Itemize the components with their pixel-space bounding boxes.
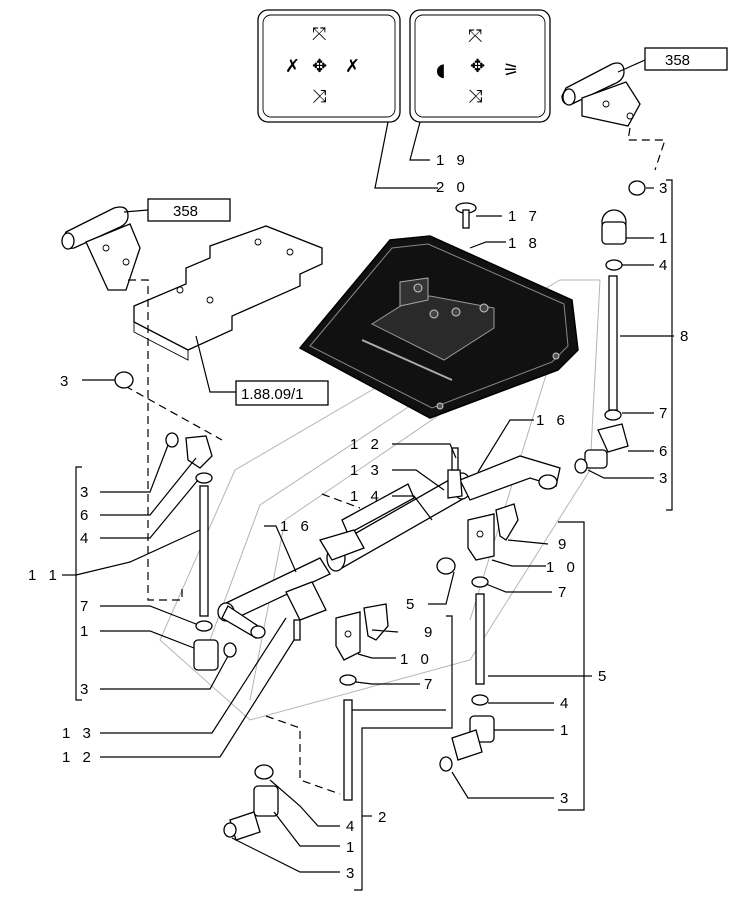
label-5-right: 5 <box>598 668 606 685</box>
label-9-middle: 9 <box>424 624 432 641</box>
label-1-right-upper: 1 <box>659 230 667 247</box>
arrow-cross-icon: ✥ <box>470 56 485 77</box>
pivot-bracket-top-right[interactable] <box>561 62 641 127</box>
right-upper-rod-assembly[interactable] <box>574 180 646 474</box>
label-10-right: 1 0 <box>546 559 579 576</box>
label-7-right-lower: 7 <box>558 584 566 601</box>
label-4-right-lower: 4 <box>560 695 568 712</box>
lift-up-icon: ⤧ <box>312 24 326 45</box>
label-12-bottom: 1 2 <box>62 749 95 766</box>
callout-358-left[interactable]: 358 <box>147 198 231 222</box>
clevis-middle[interactable] <box>335 603 389 661</box>
label-3-right-lower: 3 <box>560 790 568 807</box>
mounting-plate[interactable] <box>133 225 323 361</box>
label-9-right: 9 <box>558 536 566 553</box>
decal-panel-20[interactable]: ✥ ⤧ ⤨ ◖ ⚞ <box>409 9 551 123</box>
label-6-right-upper: 6 <box>659 443 667 460</box>
label-12-top: 1 2 <box>350 436 383 453</box>
arrow-cross-icon: ✥ <box>312 56 327 77</box>
label-3-right-upper-2: 3 <box>659 470 667 487</box>
label-1-left: 1 <box>80 623 88 640</box>
label-3-left-top: 3 <box>60 373 68 390</box>
label-13-top: 1 3 <box>350 462 383 479</box>
decal-panel-19[interactable]: ✥ ⤧ ⤨ ✗ ✗ <box>257 9 401 123</box>
label-14: 1 4 <box>350 488 383 505</box>
label-7-middle: 7 <box>424 676 432 693</box>
label-20: 2 0 <box>436 179 469 196</box>
pivot-bracket-top-left[interactable] <box>61 206 141 291</box>
label-4-right-upper: 4 <box>659 257 667 274</box>
callout-1-88-09-1-label: 1.88.09/1 <box>241 386 304 403</box>
label-11: 1 1 <box>28 567 61 584</box>
boom-down-icon: ⤨ <box>468 86 482 107</box>
label-4-left: 4 <box>80 530 88 547</box>
label-18: 1 8 <box>508 235 541 252</box>
label-19: 1 9 <box>436 152 469 169</box>
label-1-bottom: 1 <box>346 839 354 856</box>
right-lower-rod-assembly[interactable] <box>436 557 495 772</box>
clevis-right[interactable] <box>467 503 519 561</box>
callout-358-left-label: 358 <box>173 203 198 220</box>
label-7-right-upper: 7 <box>659 405 667 422</box>
tilt-left-icon: ✗ <box>285 56 300 77</box>
label-4-bottom: 4 <box>346 818 354 835</box>
label-10-middle: 1 0 <box>400 651 433 668</box>
callout-358-top[interactable]: 358 <box>644 47 728 71</box>
bucket-icon: ◖ <box>436 60 445 81</box>
tilt-right-icon: ✗ <box>345 56 360 77</box>
label-2: 2 <box>378 809 386 826</box>
label-16-right: 1 6 <box>536 412 569 429</box>
callout-1-88-09-1[interactable]: 1.88.09/1 <box>235 380 329 406</box>
label-8: 8 <box>680 328 688 345</box>
control-panel-gasket[interactable] <box>298 235 579 419</box>
label-1-right-lower: 1 <box>560 722 568 739</box>
left-rod-assembly[interactable] <box>114 371 237 671</box>
callout-358-top-label: 358 <box>665 52 690 69</box>
label-3-left-a: 3 <box>80 484 88 501</box>
screw-17[interactable] <box>455 202 477 229</box>
label-3-right-upper: 3 <box>659 180 667 197</box>
label-17: 1 7 <box>508 208 541 225</box>
dump-icon: ⚞ <box>503 60 519 81</box>
label-13-bottom: 1 3 <box>62 725 95 742</box>
boom-up-icon: ⤧ <box>468 26 482 47</box>
label-3-bottom: 3 <box>346 865 354 882</box>
label-7-left: 7 <box>80 598 88 615</box>
middle-rod-assembly[interactable] <box>223 674 357 841</box>
label-5-middle: 5 <box>406 596 414 613</box>
label-6-left: 6 <box>80 507 88 524</box>
label-3-left-b: 3 <box>80 681 88 698</box>
label-16-left: 1 6 <box>280 518 313 535</box>
lift-down-icon: ⤨ <box>312 86 326 107</box>
lower-cross-shaft[interactable] <box>217 529 365 641</box>
